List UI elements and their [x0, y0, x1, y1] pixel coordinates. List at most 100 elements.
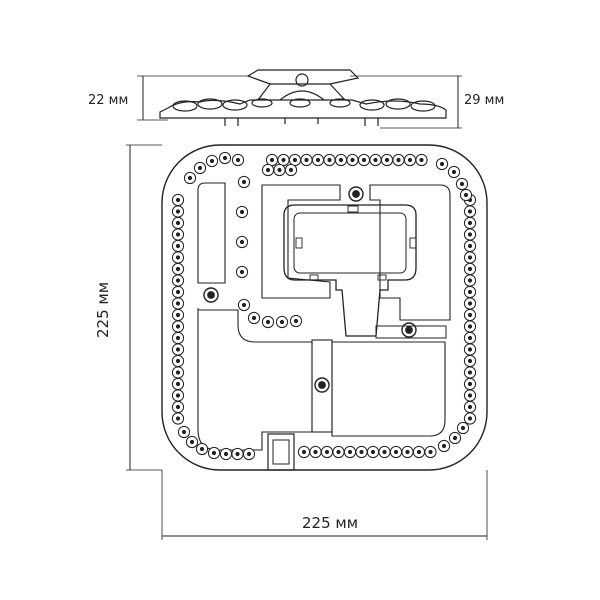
side-height-label: 22 мм: [88, 93, 128, 108]
led-bead-core: [313, 449, 318, 455]
led-bead-core: [175, 209, 181, 214]
led-bead-core: [246, 451, 252, 457]
led-bead-core: [175, 393, 181, 398]
led-bead-core: [467, 255, 473, 260]
led-bead-core: [239, 239, 245, 245]
led-bead-core: [209, 158, 215, 164]
led-bead-core: [304, 157, 309, 163]
side-view: [159, 69, 447, 126]
led-bead-core: [467, 278, 473, 283]
led-bead-core: [467, 404, 473, 410]
led-bead-core: [338, 157, 344, 163]
led-bead-core: [467, 232, 473, 237]
led-bead-core: [327, 157, 332, 163]
dimension-side-height: 22 мм: [88, 75, 250, 121]
led-bead-core: [211, 450, 217, 456]
led-bead-core: [467, 312, 473, 318]
led-bead-core: [181, 429, 187, 435]
led-bead-core: [277, 167, 282, 173]
led-bead-core: [459, 181, 465, 187]
mounting-screws: [203, 186, 417, 393]
led-bead-core: [293, 318, 299, 324]
led-bead-core: [241, 179, 247, 185]
led-bead-core: [370, 449, 376, 455]
led-bead-core: [175, 232, 181, 237]
led-bead-core: [175, 404, 181, 410]
led-bead-core: [175, 278, 181, 283]
led-bead-core: [239, 209, 245, 215]
led-bead-core: [301, 449, 307, 455]
led-bead-core: [467, 347, 473, 352]
led-bead-core: [336, 449, 341, 455]
led-bead-core: [288, 167, 294, 173]
led-bead-array: [171, 151, 477, 461]
led-bead-core: [315, 157, 321, 163]
led-bead-core: [467, 243, 473, 249]
led-bead-core: [175, 358, 181, 364]
led-bead-core: [175, 220, 181, 226]
led-bead-core: [467, 266, 473, 272]
led-bead-core: [382, 449, 387, 455]
led-bead-core: [265, 319, 271, 325]
led-bead-core: [187, 175, 193, 181]
led-bead-core: [463, 192, 469, 198]
led-bead-core: [235, 451, 240, 457]
led-bead-core: [222, 155, 228, 161]
led-bead-core: [324, 449, 330, 455]
panel-height-label: 225 мм: [94, 282, 112, 338]
led-bead-core: [175, 335, 181, 341]
led-bead-core: [467, 381, 473, 387]
led-bead-core: [223, 451, 229, 457]
led-bead-core: [467, 393, 473, 398]
led-bead-core: [241, 302, 247, 308]
led-bead-core: [467, 335, 473, 341]
led-bead-core: [175, 347, 181, 352]
led-bead-core: [239, 269, 245, 275]
led-bead-core: [175, 266, 181, 272]
led-bead-core: [467, 416, 473, 421]
led-bead-core: [467, 220, 473, 226]
led-bead-core: [428, 449, 433, 455]
led-bead-core: [467, 301, 473, 306]
led-bead-core: [460, 425, 466, 431]
led-bead-core: [175, 243, 181, 249]
led-bead-core: [175, 255, 181, 260]
led-bead-core: [175, 197, 181, 203]
led-bead-core: [269, 157, 275, 163]
led-bead-core: [441, 443, 447, 449]
led-bead-core: [451, 169, 457, 175]
led-bead-core: [281, 157, 286, 163]
front-view: [161, 144, 488, 471]
led-bead-core: [407, 157, 413, 163]
led-bead-core: [197, 165, 203, 171]
led-bead-core: [467, 324, 473, 329]
led-bead-core: [175, 370, 181, 375]
led-bead-core: [384, 157, 390, 163]
led-bead-core: [416, 449, 422, 455]
led-bead-core: [350, 157, 355, 163]
led-bead-core: [373, 157, 378, 163]
dimension-total-height: 29 мм: [350, 75, 504, 129]
led-bead-core: [439, 161, 445, 167]
led-bead-core: [235, 157, 241, 163]
led-bead-core: [405, 449, 410, 455]
led-bead-core: [393, 449, 399, 455]
led-bead-core: [467, 370, 473, 375]
led-bead-core: [175, 416, 181, 421]
dimension-panel-width: 225 мм: [161, 470, 488, 540]
led-bead-core: [359, 449, 364, 455]
led-bead-core: [175, 312, 181, 318]
led-bead-core: [251, 315, 257, 321]
led-bead-core: [347, 449, 353, 455]
led-bead-core: [175, 381, 181, 387]
led-bead-core: [419, 157, 424, 163]
dimension-panel-height: 225 мм: [94, 144, 162, 471]
led-bead-core: [467, 289, 473, 295]
led-bead-core: [175, 289, 181, 295]
led-bead-core: [467, 358, 473, 364]
led-bead-core: [279, 319, 285, 325]
led-bead-core: [396, 157, 401, 163]
led-bead-core: [175, 324, 181, 329]
led-bead-core: [199, 446, 205, 452]
